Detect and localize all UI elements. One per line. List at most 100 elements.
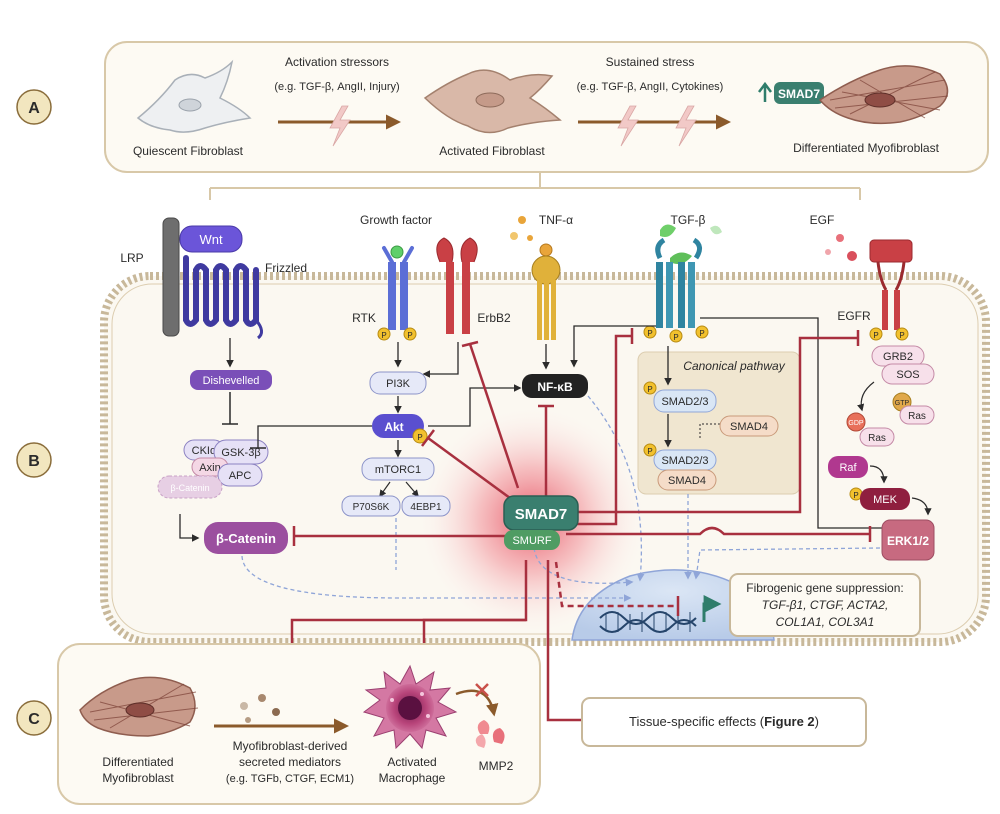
svg-text:P: P — [407, 331, 412, 340]
beta-catenin-label: β-Catenin — [216, 531, 276, 546]
pi3k-node — [369, 371, 427, 395]
tnf-label: TNF-α — [539, 213, 573, 227]
ras-label-top: Ras — [908, 411, 926, 422]
panel-a-letter: A — [28, 100, 40, 117]
sustained-stress-label: Sustained stress — [606, 55, 695, 69]
up-arrow-icon — [758, 81, 772, 102]
dishevelled-node — [190, 370, 272, 390]
gene-box-title: Fibrogenic gene suppression: — [746, 581, 903, 595]
activated-label: Activated Fibroblast — [439, 144, 545, 158]
smad23-label-bottom: SMAD2/3 — [661, 455, 708, 467]
destruction-complex: CKIα GSK-3β Axin APC β-Catenin — [157, 439, 269, 499]
smad7-label: SMAD7 — [515, 506, 568, 523]
panel-b: B LRP Wnt Frizzled Dishevelled CKI — [16, 213, 990, 728]
gene-suppression-box — [729, 573, 921, 637]
myofibroblast-icon — [79, 676, 199, 737]
gene-box-line2: COL1A1, COL3A1 — [776, 615, 875, 629]
mediators-l2: secreted mediators — [239, 755, 341, 769]
ras-label-bottom: Ras — [868, 433, 886, 444]
activation-examples-label: (e.g. TGF-β, AngII, Injury) — [274, 81, 399, 93]
smad23-node — [653, 389, 717, 413]
tgf-ligand-icon — [660, 224, 722, 264]
dishevelled-label: Dishevelled — [203, 375, 260, 387]
mek-label: MEK — [873, 494, 898, 506]
gdp-label: GDP — [848, 420, 864, 427]
lightning-icon — [617, 105, 639, 147]
bcat-small-label: β-Catenin — [170, 483, 209, 493]
rtk-receptor — [382, 246, 414, 330]
akt-phospho: P — [417, 433, 422, 442]
mmp2-icon — [475, 720, 505, 748]
svg-text:P: P — [673, 333, 678, 342]
frizzled-receptor — [183, 255, 263, 340]
gsk3b-label: GSK-3β — [221, 447, 260, 459]
myofibroblast-icon — [818, 65, 949, 125]
tgf-label: TGF-β — [671, 213, 706, 227]
differentiated-label: Differentiated Myofibroblast — [793, 141, 940, 155]
svg-text:P: P — [873, 331, 878, 340]
tgf-receptor — [655, 237, 702, 328]
growth-factor-label: Growth factor — [360, 213, 432, 227]
sustained-examples-label: (e.g. TGF-β, AngII, Cytokines) — [577, 81, 724, 93]
smad4-node-bottom — [657, 469, 717, 491]
ras-node-top — [899, 405, 935, 425]
mtorc1-node — [361, 457, 435, 481]
macrophage-icon — [362, 664, 458, 750]
c-differentiated-l1: Differentiated — [102, 755, 173, 769]
panel-b-letter: B — [28, 453, 40, 470]
egfr-label: EGFR — [837, 309, 871, 323]
panel-c-letter: C — [28, 711, 40, 728]
mediators-l3: (e.g. TGFb, CTGF, ECM1) — [226, 773, 354, 785]
egfr-phospho: P P — [869, 327, 909, 341]
smad4-node-top — [719, 415, 779, 437]
lightning-icon — [675, 105, 697, 147]
ras-node-bottom — [859, 427, 895, 447]
secreted-mediators-icon — [240, 694, 280, 723]
p70s6k-node — [341, 495, 401, 517]
mediators-l1: Myofibroblast-derived — [233, 739, 348, 753]
smad23-label: SMAD2/3 — [661, 396, 708, 408]
raf-label: Raf — [839, 462, 857, 474]
mmp2-label: MMP2 — [479, 759, 514, 773]
rtk-phospho: P P — [377, 327, 417, 341]
raf-node — [828, 456, 868, 478]
akt-node — [372, 414, 424, 438]
gene-box-line1: TGF-β1, CTGF, ACTA2, — [762, 598, 889, 612]
growth-factor-icon — [390, 245, 404, 259]
nfkb-node — [522, 374, 588, 398]
mek-node — [860, 488, 910, 510]
erbb2-label: ErbB2 — [477, 311, 511, 325]
sos-node — [881, 363, 935, 385]
p70s6k-label: P70S6K — [353, 502, 390, 513]
wnt-label: Wnt — [199, 232, 223, 247]
activated-fibroblast-icon — [423, 69, 562, 134]
tissue-effects-box — [581, 697, 867, 747]
svg-text:P: P — [381, 331, 386, 340]
erk-node — [881, 519, 935, 561]
frizzled-label: Frizzled — [265, 261, 307, 275]
svg-text:P: P — [647, 329, 652, 338]
egfr-receptor — [869, 239, 913, 330]
4ebp1-node — [401, 495, 451, 517]
wnt-ligand — [179, 225, 243, 253]
quiescent-label: Quiescent Fibroblast — [133, 144, 244, 158]
erbb2-receptor — [436, 237, 478, 334]
mek-phospho: P — [853, 491, 858, 500]
ck1a-label: CKIα — [192, 445, 217, 457]
rtk-label: RTK — [352, 311, 376, 325]
panel-c: C Differentiated Myofibroblast Myofibrob… — [16, 643, 867, 805]
canonical-pathway-label: Canonical pathway — [683, 359, 785, 373]
smurf-node — [504, 530, 560, 550]
smad23-phospho: P — [647, 385, 652, 394]
tissue-effects-label: Tissue-specific effects (Figure 2) — [629, 714, 819, 729]
lrp-receptor — [162, 217, 180, 337]
smad4-label-bottom: SMAD4 — [668, 475, 706, 487]
cross-icon — [475, 683, 489, 697]
apc-label: APC — [229, 470, 252, 482]
tnf-ligand-icon — [510, 216, 553, 257]
mtorc1-label: mTORC1 — [375, 464, 421, 476]
gtp-label: GTP — [895, 400, 910, 407]
lrp-label: LRP — [120, 251, 143, 265]
